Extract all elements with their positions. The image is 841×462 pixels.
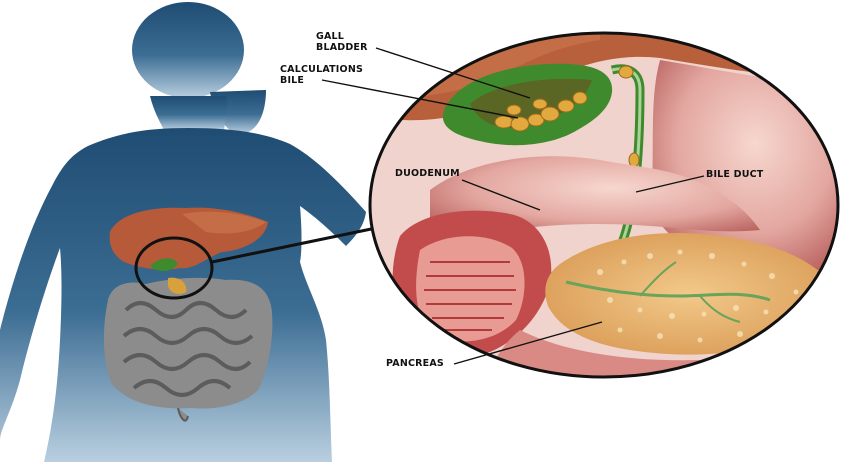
label-bile-duct: BILE DUCT [706, 169, 763, 180]
label-pancreas: PANCREAS [386, 358, 444, 369]
label-calculations-line2: BILE [280, 75, 304, 86]
label-gall-bladder-line2: BLADDER [316, 42, 368, 53]
label-gall-bladder-line1: GALL [316, 31, 344, 42]
label-duodenum: DUODENUM [395, 168, 460, 179]
label-calculations-line1: CALCULATIONS [280, 64, 363, 75]
